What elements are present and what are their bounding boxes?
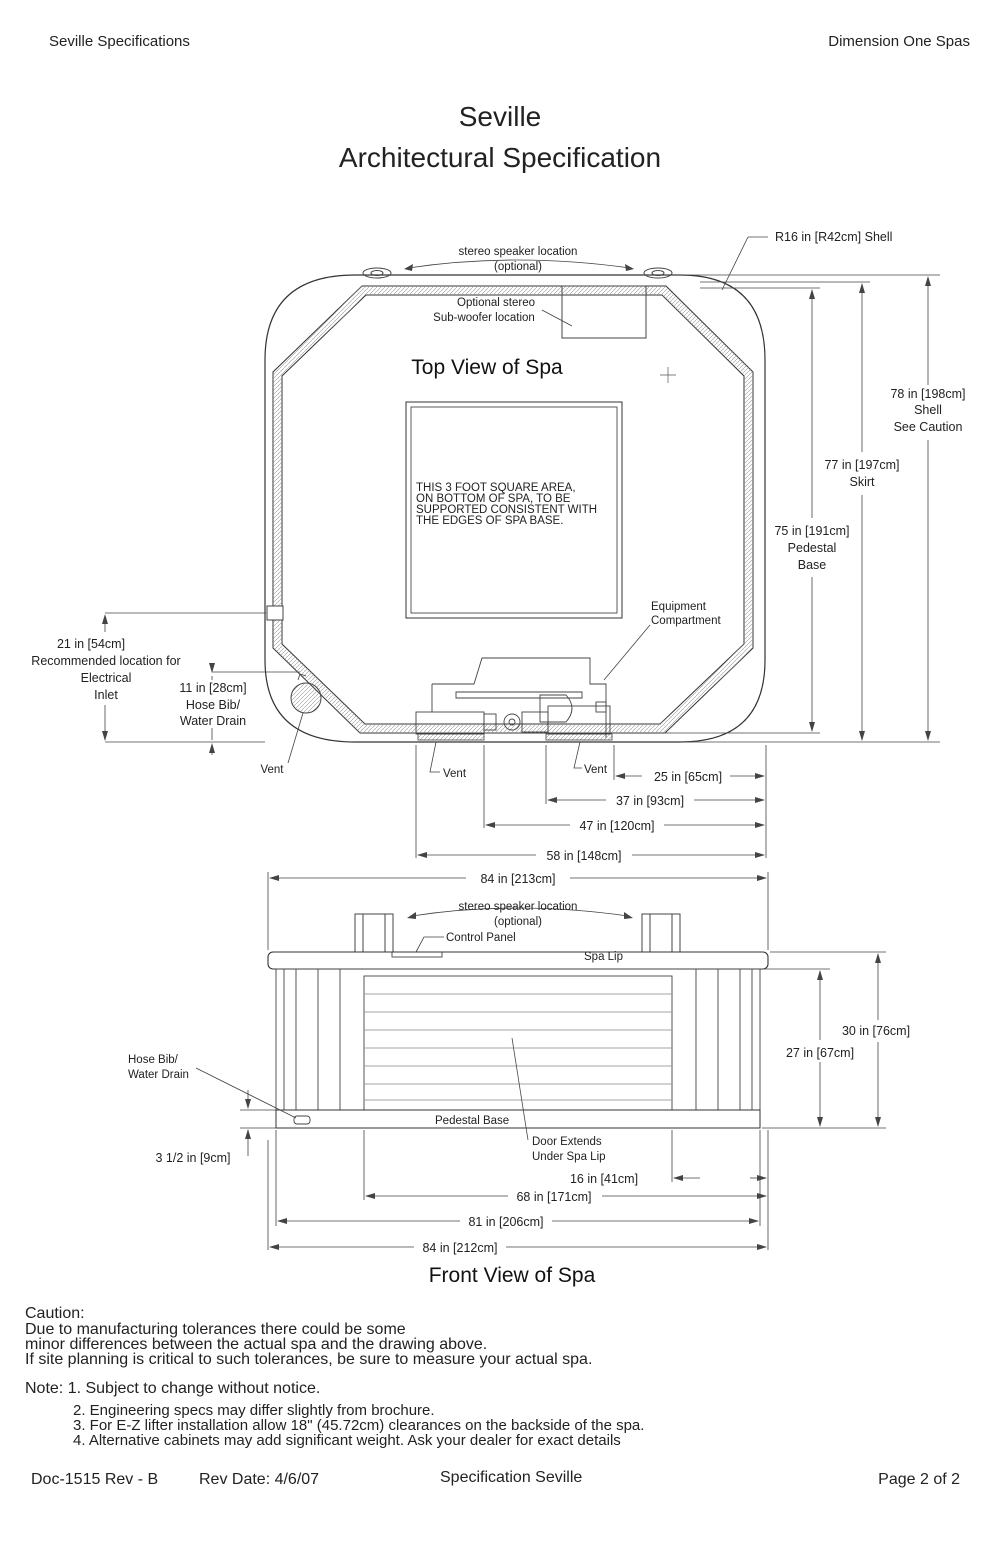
vent-grille-mid xyxy=(417,733,485,741)
note-2: 2. Engineering specs may differ slightly… xyxy=(73,1402,435,1419)
front-speaker-1: stereo speaker location xyxy=(459,901,578,913)
footer-spec: Specification Seville xyxy=(440,1469,583,1486)
front-hose-bib-2: Water Drain xyxy=(128,1069,189,1081)
shell-hatch xyxy=(273,286,753,733)
hose-bib-1: 11 in [28cm] xyxy=(179,681,246,695)
electrical-inlet-marker xyxy=(266,605,284,621)
dim-84: 84 in [212cm] xyxy=(422,1241,497,1255)
hose-bib-2: Hose Bib/ xyxy=(186,698,241,712)
subwoofer-box xyxy=(561,285,647,339)
support-line-3: SUPPORTED CONSISTENT WITH xyxy=(416,504,597,516)
equipment-label-1: Equipment xyxy=(651,601,707,613)
right-dimension-lines xyxy=(645,274,940,743)
door-label-1: Door Extends xyxy=(532,1136,602,1148)
support-line-1: THIS 3 FOOT SQUARE AREA, xyxy=(416,482,576,494)
note-4: 4. Alternative cabinets may add signific… xyxy=(73,1432,621,1449)
spa-lip xyxy=(267,951,769,970)
vent-circle xyxy=(290,682,322,714)
footer-doc: Doc-1515 Rev - B xyxy=(31,1471,159,1488)
shell-dim-2: Shell xyxy=(914,403,942,417)
pedestal-base-label: Pedestal Base xyxy=(435,1115,509,1127)
vent-grille-right xyxy=(545,733,613,741)
dim-68: 68 in [171cm] xyxy=(516,1190,591,1204)
equipment-label-2: Compartment xyxy=(651,615,721,627)
skirt-dim-1: 77 in [197cm] xyxy=(824,458,899,472)
electrical-4: Inlet xyxy=(94,688,118,702)
vent-mid-label: Vent xyxy=(443,768,467,780)
control-panel-label: Control Panel xyxy=(446,932,516,944)
caution-line-3: If site planning is critical to such tol… xyxy=(25,1351,593,1368)
electrical-2: Recommended location for xyxy=(31,654,180,668)
front-hose-bib-1: Hose Bib/ xyxy=(128,1054,179,1066)
caution-line-1: Due to manufacturing tolerances there co… xyxy=(25,1321,406,1338)
support-area-box xyxy=(405,401,623,619)
dim-3-5: 3 1/2 in [9cm] xyxy=(155,1151,230,1165)
electrical-3: Electrical xyxy=(81,671,132,685)
height-27: 27 in [67cm] xyxy=(786,1046,854,1060)
support-line-2: ON BOTTOM OF SPA, TO BE xyxy=(416,493,571,505)
header-left: Seville Specifications xyxy=(49,33,190,50)
pedestal-dim-2: Pedestal xyxy=(788,541,837,555)
front-view-heading: Front View of Spa xyxy=(429,1264,596,1287)
speaker-arc xyxy=(407,259,631,269)
dim-37: 37 in [93cm] xyxy=(616,794,684,808)
page-subtitle: Architectural Specification xyxy=(338,142,662,173)
bottom-dimension-lines xyxy=(415,745,767,858)
dim-81: 81 in [206cm] xyxy=(468,1215,543,1229)
shell-radius-label: R16 in [R42cm] Shell xyxy=(775,230,892,244)
header-right: Dimension One Spas xyxy=(828,33,970,50)
cabinet-body xyxy=(275,968,761,1111)
electrical-1: 21 in [54cm] xyxy=(57,637,125,651)
footer-page: Page 2 of 2 xyxy=(878,1471,960,1488)
dim-25: 25 in [65cm] xyxy=(654,770,722,784)
pedestal-dim-1: 75 in [191cm] xyxy=(774,524,849,538)
hose-bib-3: Water Drain xyxy=(180,714,246,728)
page-title: Seville xyxy=(458,101,542,132)
note-1: Note: 1. Subject to change without notic… xyxy=(25,1380,321,1397)
footer-rev-date: Rev Date: 4/6/07 xyxy=(199,1471,320,1488)
control-panel xyxy=(391,951,443,958)
support-line-4: THE EDGES OF SPA BASE. xyxy=(416,515,563,527)
top-view-heading: Top View of Spa xyxy=(411,356,563,379)
note-3: 3. For E-Z lifter installation allow 18"… xyxy=(73,1417,645,1434)
caution-title: Caution: xyxy=(25,1305,85,1322)
caution-line-2: minor differences between the actual spa… xyxy=(25,1336,488,1353)
pedestal-dim-3: Base xyxy=(798,558,827,572)
hose-bib-marker xyxy=(293,1115,311,1125)
speaker-icon xyxy=(362,267,673,279)
speaker-label-2: (optional) xyxy=(494,261,542,273)
shell-dim-3: See Caution xyxy=(894,420,963,434)
subwoofer-label-1: Optional stereo xyxy=(457,297,535,309)
door-label-2: Under Spa Lip xyxy=(532,1151,606,1163)
spa-lip-label: Spa Lip xyxy=(584,951,623,963)
dim-16: 16 in [41cm] xyxy=(570,1172,638,1186)
front-speaker-2: (optional) xyxy=(494,916,542,928)
pedestal-base xyxy=(275,1109,761,1129)
shell-dim-1: 78 in [198cm] xyxy=(890,387,965,401)
front-width-top: 84 in [213cm] xyxy=(480,872,555,886)
height-30: 30 in [76cm] xyxy=(842,1024,910,1038)
vent-left-label: Vent xyxy=(260,764,284,776)
speaker-label-1: stereo speaker location xyxy=(459,246,578,258)
equipment-compartment xyxy=(415,657,611,738)
dim-47: 47 in [120cm] xyxy=(579,819,654,833)
skirt-dim-2: Skirt xyxy=(850,475,876,489)
subwoofer-label-2: Sub-woofer location xyxy=(433,312,535,324)
vent-right-label: Vent xyxy=(584,764,608,776)
dim-58: 58 in [148cm] xyxy=(546,849,621,863)
door-slats xyxy=(364,993,672,1101)
